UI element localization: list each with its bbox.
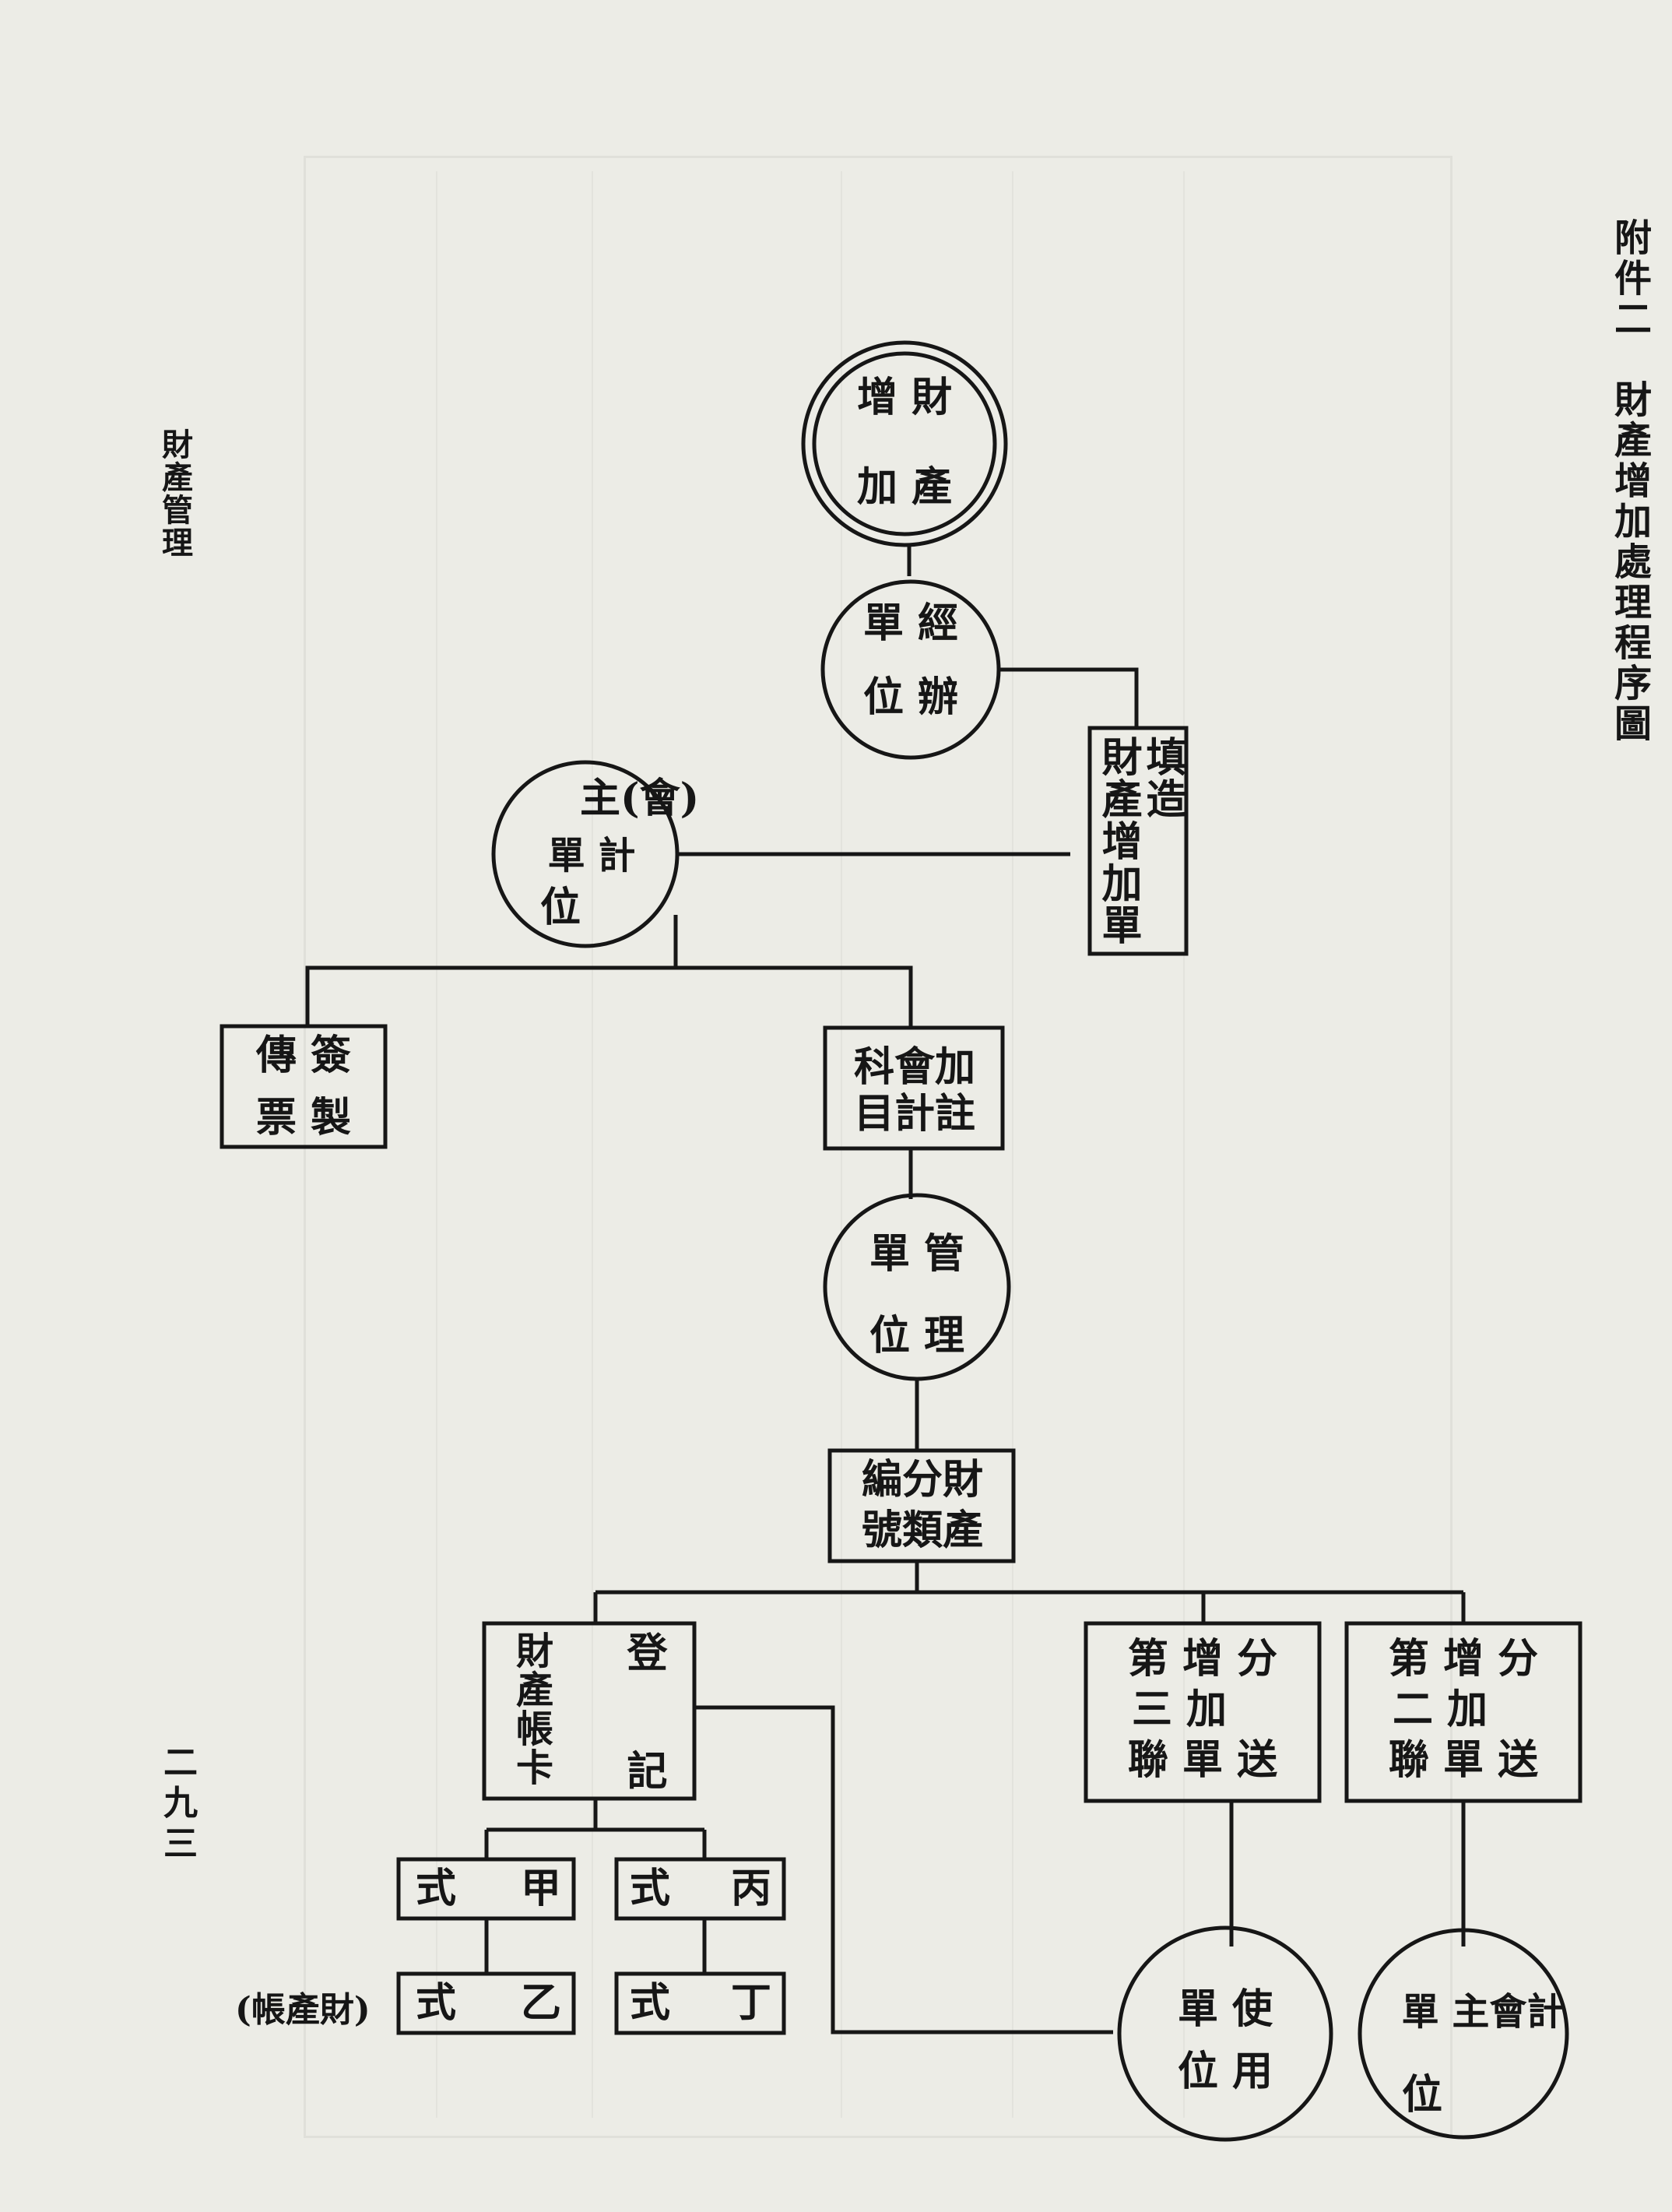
box-send-third [1084, 1621, 1322, 1803]
side-title: 附件二 財產增加處理程序圖 [1607, 218, 1651, 744]
label-register-card-left: 財產帳卡 [509, 1631, 553, 1787]
box-register-card [482, 1621, 697, 1801]
label-ledger-note: (帳產財) [235, 1990, 371, 2030]
node-property-increase-inner [812, 351, 997, 536]
label-form-bing-right: 丙 [730, 1865, 771, 1912]
label-form-yi-left: 式 [415, 1979, 456, 2027]
node-accounting-unit [491, 760, 680, 948]
label-form-yi-right: 乙 [520, 1979, 561, 2027]
label-sign-voucher-1: 傳 簽 [255, 1032, 352, 1079]
label-accounting-unit-3: 位 [539, 884, 581, 931]
label-send-third-1: 第 增 分 [1127, 1635, 1278, 1683]
node-handling-unit [820, 579, 1001, 760]
label-management-unit-1: 單 管 [869, 1230, 965, 1278]
box-form-ding [614, 1971, 786, 2035]
label-user-unit-2: 位 用 [1177, 2048, 1273, 2095]
running-header: 財產管理 [156, 428, 193, 559]
label-property-increase-2: 加 產 [856, 463, 953, 511]
label-accounting-unit-final-2: 位 [1401, 2071, 1442, 2119]
label-classify-number-2: 號類產 [861, 1507, 983, 1554]
label-register-card-right: 登記 [620, 1631, 667, 1868]
label-form-jia-right: 甲 [520, 1865, 561, 1912]
box-classify-number [827, 1448, 1016, 1563]
node-property-increase-outer [801, 340, 1008, 547]
page-number: 二九三 [157, 1744, 197, 1866]
box-form-yi [396, 1971, 576, 2035]
node-user-unit [1117, 1925, 1333, 2142]
box-sign-voucher [220, 1024, 388, 1149]
box-fill-form [1087, 726, 1189, 956]
label-send-second-3: 聯 單 送 [1388, 1736, 1539, 1784]
box-form-jia [396, 1857, 576, 1921]
label-classify-number-1: 編分財 [861, 1456, 983, 1503]
label-management-unit-2: 位 理 [869, 1312, 965, 1359]
label-form-ding-right: 丁 [730, 1979, 771, 2027]
label-accounting-unit-final-1: 單 主會計 [1401, 1990, 1565, 2034]
label-handling-unit-2: 位 辦 [862, 673, 959, 721]
label-send-third-2: 三 加 [1131, 1686, 1228, 1733]
label-accounting-subject-2: 目計註 [853, 1090, 975, 1138]
label-form-jia-left: 式 [415, 1865, 456, 1912]
connector-line [999, 667, 1139, 728]
label-accounting-unit-2: 單 計 [547, 834, 636, 877]
label-handling-unit-1: 單 經 [862, 600, 959, 647]
label-property-increase-1: 增 財 [856, 374, 953, 421]
connector-line [695, 1705, 1113, 2034]
box-accounting-subject [823, 1025, 1005, 1151]
connector-line [305, 965, 913, 1028]
label-accounting-subject-1: 科會加 [853, 1043, 975, 1091]
label-sign-voucher-2: 票 製 [255, 1094, 352, 1141]
label-user-unit-1: 單 使 [1177, 1985, 1273, 2033]
node-accounting-unit-final [1358, 1928, 1569, 2140]
label-send-second-1: 第 增 分 [1388, 1635, 1539, 1683]
label-accounting-unit-1: 主(會) [580, 775, 700, 822]
label-fill-form-col2: 財產增加單 [1094, 736, 1142, 946]
label-send-third-3: 聯 單 送 [1127, 1736, 1278, 1784]
label-send-second-2: 二 加 [1392, 1686, 1488, 1733]
box-form-bing [614, 1857, 786, 1921]
label-form-bing-left: 式 [629, 1865, 670, 1912]
node-management-unit [823, 1193, 1011, 1381]
label-form-ding-left: 式 [629, 1979, 670, 2027]
label-fill-form-col1: 填造 [1139, 736, 1186, 820]
box-send-second [1344, 1621, 1582, 1803]
